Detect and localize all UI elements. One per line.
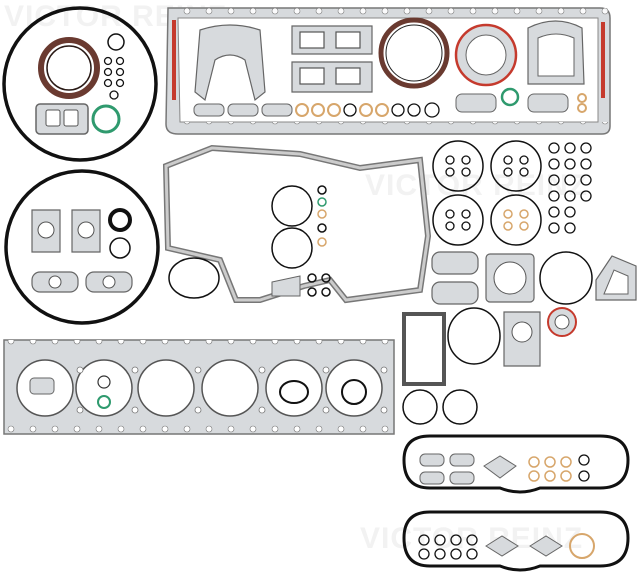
seal-ring-group-top-left [2,6,158,162]
timing-gasket-small [194,24,266,102]
valve-cover-seal-2 [402,510,630,572]
oil-pan-gasket [165,7,611,135]
watermark-text-2: VICTOR REINZ [365,169,588,202]
seal-ring-group-middle-left [4,169,160,325]
large-o-ring [2,6,158,162]
large-o-ring-2 [4,169,160,325]
seal-group-right [402,140,637,425]
rear-crank-seal [378,17,450,89]
green-o-ring [91,104,121,134]
flange-gasket [35,103,89,135]
timing-cover-gasket [162,144,432,304]
valve-cover-seal-1 [402,434,630,494]
cylinder-head-gasket [3,339,395,435]
crankshaft-seal [38,37,100,99]
